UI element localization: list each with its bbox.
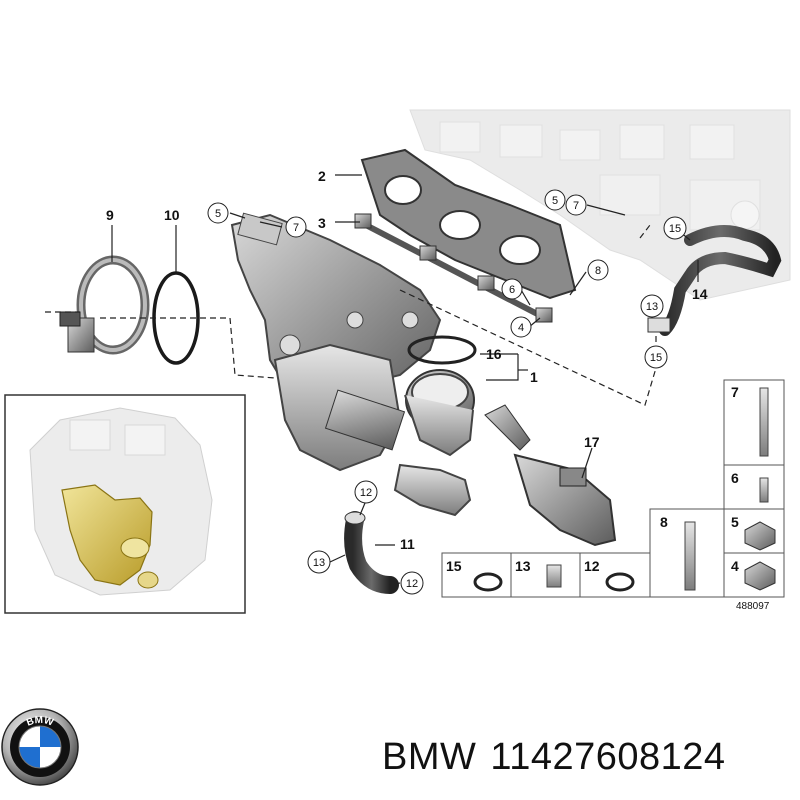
- exhaust-gasket: [360, 148, 577, 300]
- dashed-lines: [45, 224, 657, 406]
- svg-text:BMW: BMW: [25, 715, 55, 729]
- svg-text:12: 12: [406, 578, 418, 590]
- svg-text:12: 12: [360, 487, 372, 499]
- wastegate-actuator: [484, 404, 617, 547]
- parts-legend-table: [441, 379, 785, 598]
- callout-7-head: 7: [565, 194, 587, 216]
- brand-name: BMW: [382, 736, 477, 778]
- legend-12: 12: [584, 558, 600, 574]
- callout-12-bottom: 12: [400, 571, 424, 595]
- callout-10: 10: [164, 207, 180, 223]
- callout-5-manifold: 5: [207, 202, 229, 224]
- legend-7: 7: [731, 384, 739, 400]
- svg-text:13: 13: [313, 557, 325, 569]
- callout-15-bottom: 15: [644, 345, 668, 369]
- callout-16: 16: [486, 346, 502, 362]
- bmw-logo: BMW: [1, 708, 79, 786]
- legend-8: 8: [660, 514, 668, 530]
- engine-block-ghost: [409, 109, 791, 301]
- callout-17: 17: [584, 434, 600, 450]
- svg-text:6: 6: [509, 284, 515, 296]
- svg-text:7: 7: [293, 222, 299, 234]
- callout-3: 3: [318, 215, 326, 231]
- callout-7-manifold: 7: [285, 216, 307, 238]
- callout-12-top: 12: [354, 480, 378, 504]
- stud-rail: [354, 213, 553, 323]
- svg-text:5: 5: [552, 195, 558, 207]
- part-number: 11427608124: [490, 736, 726, 778]
- callout-13-line: 13: [640, 294, 664, 318]
- oil-feed-line: [647, 225, 782, 336]
- svg-text:5: 5: [215, 208, 221, 220]
- callout-labels: 2 3 9 10 16 1 17 14 11: [106, 168, 708, 552]
- callout-8: 8: [587, 259, 609, 281]
- callout-11: 11: [400, 536, 415, 552]
- inset-engine-view: [4, 394, 246, 614]
- svg-text:8: 8: [595, 265, 601, 277]
- diagram-number: 488097: [736, 601, 770, 612]
- legend-15: 15: [446, 558, 462, 574]
- legend-parts: [473, 387, 776, 592]
- callout-9: 9: [106, 207, 114, 223]
- leader-lines: [111, 174, 699, 586]
- svg-text:15: 15: [650, 352, 662, 364]
- legend-labels: 7 6 8 5 4 15 13 12: [446, 384, 739, 574]
- callout-6: 6: [501, 278, 523, 300]
- legend-6: 6: [731, 470, 739, 486]
- callout-4: 4: [510, 316, 532, 338]
- o-ring-16: [407, 335, 477, 365]
- callout-13-hose: 13: [307, 550, 331, 574]
- svg-text:7: 7: [573, 200, 579, 212]
- coolant-hose: [344, 511, 399, 594]
- svg-text:15: 15: [669, 223, 681, 235]
- legend-4: 4: [731, 558, 739, 574]
- legend-13: 13: [515, 558, 531, 574]
- legend-5: 5: [731, 514, 739, 530]
- callout-2: 2: [318, 168, 326, 184]
- part-caption: BMW 11427608124: [382, 736, 740, 779]
- callout-15-top: 15: [663, 216, 687, 240]
- callout-1: 1: [530, 369, 538, 385]
- circled-callouts: 5 7 5 7 8 6 4 15 13 15 12 13 12: [207, 189, 687, 595]
- callout-5-head: 5: [544, 189, 566, 211]
- callout-14: 14: [692, 286, 708, 302]
- svg-text:13: 13: [646, 301, 658, 313]
- turbocharger-assembly: [230, 212, 475, 517]
- v-band-clamp: [59, 255, 150, 355]
- svg-text:4: 4: [518, 322, 524, 334]
